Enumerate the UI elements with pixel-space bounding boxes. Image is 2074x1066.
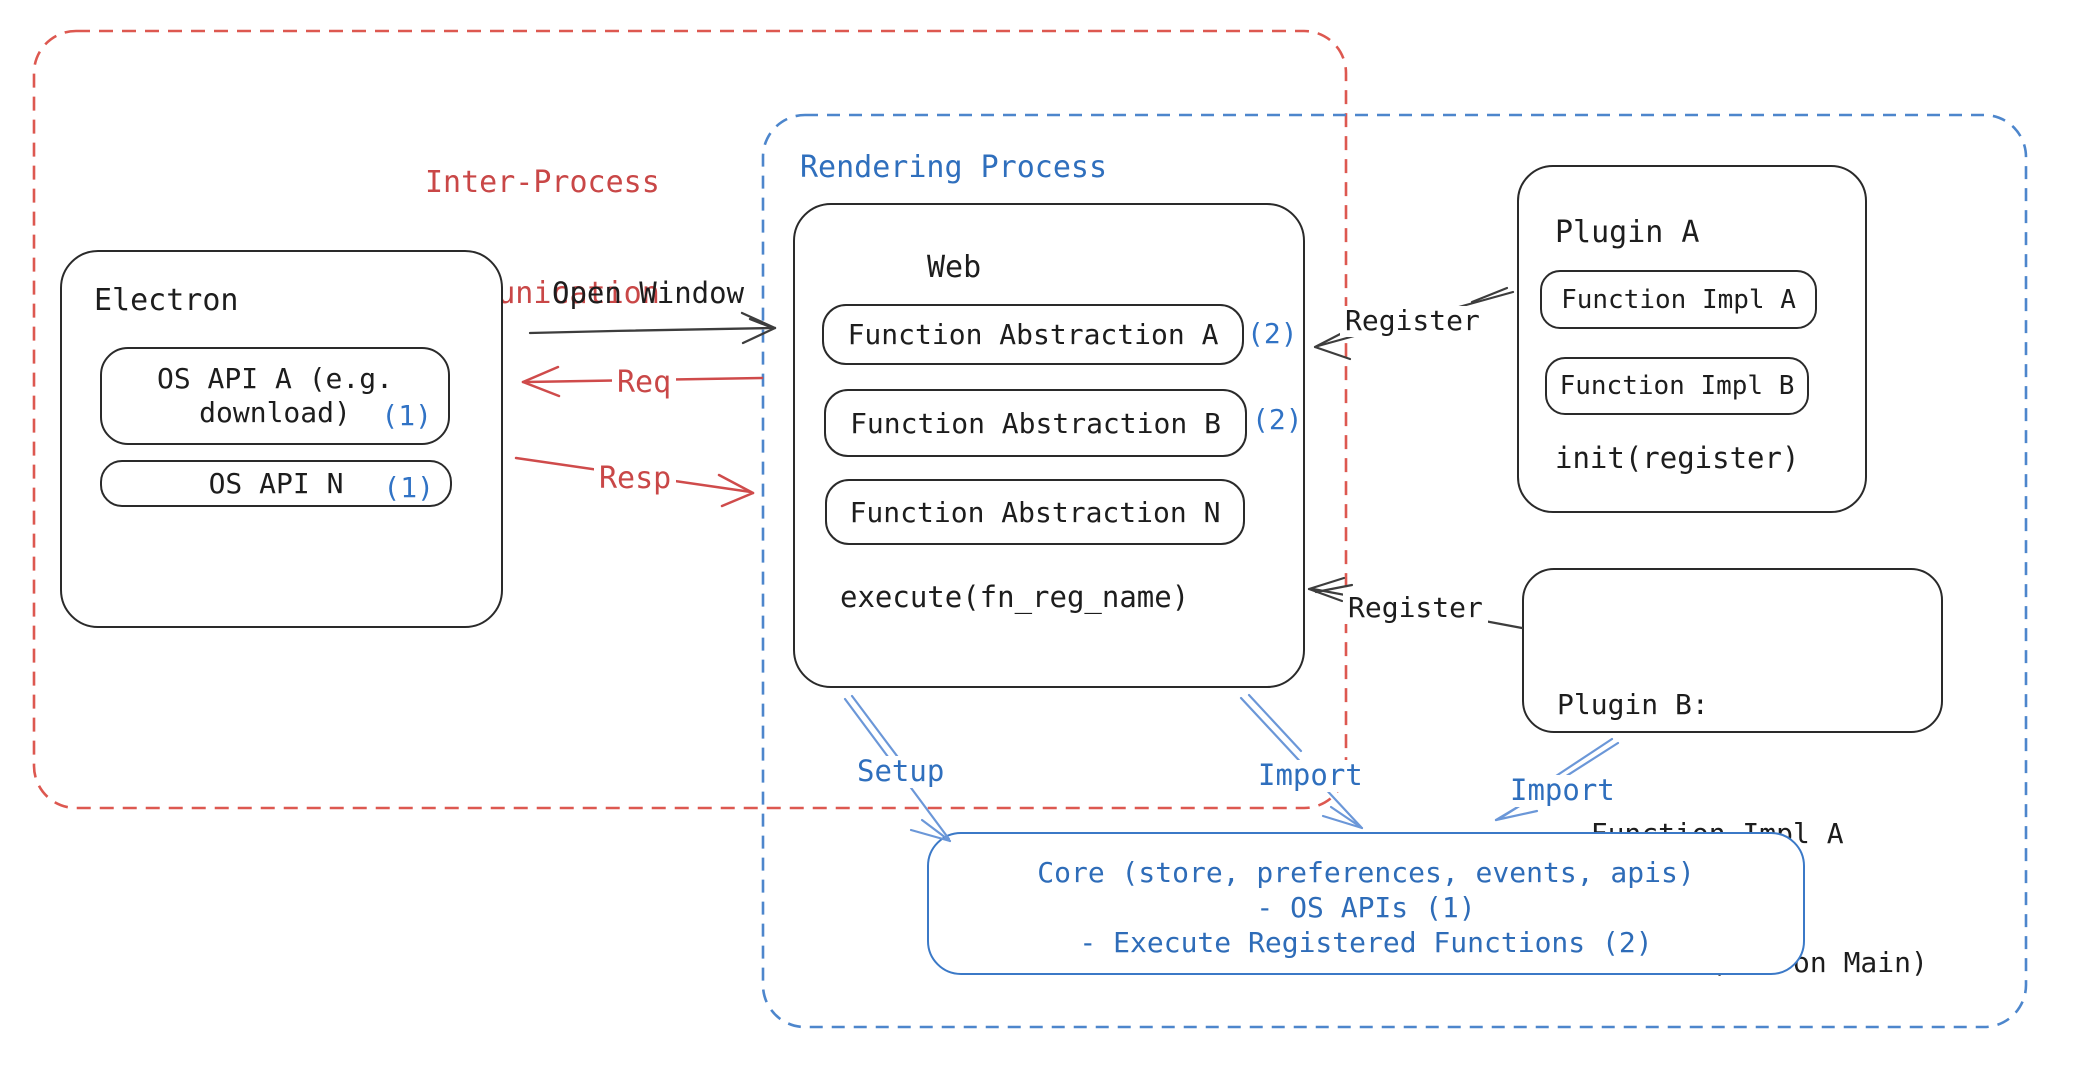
plugin-a-init-label: init(register) xyxy=(1555,441,1800,475)
execute-label: execute(fn_reg_name) xyxy=(840,580,1190,614)
rendering-process-group-label: Rendering Process xyxy=(800,150,1108,185)
function-abstraction-a-box: Function Abstraction A xyxy=(822,304,1244,365)
function-abstraction-b-badge: (2) xyxy=(1252,403,1303,436)
web-box: Web Function Abstraction A Function Abst… xyxy=(793,203,1305,688)
import-web-core-label: Import xyxy=(1253,759,1368,792)
register-plugin-a-label: Register xyxy=(1340,305,1485,337)
ipc-group-label-line1: Inter-Process xyxy=(425,165,660,200)
function-abstraction-n-box: Function Abstraction N xyxy=(825,479,1245,545)
register-plugin-b-label: Register xyxy=(1343,592,1488,624)
open-window-arrow-label: Open Window xyxy=(552,276,745,310)
os-api-a-badge: (1) xyxy=(381,399,432,432)
os-api-a-label-line1: OS API A (e.g. xyxy=(156,362,393,395)
core-line3: - Execute Registered Functions (2) xyxy=(1079,926,1653,959)
resp-arrow-label: Resp xyxy=(594,462,677,495)
os-api-n-label: OS API N xyxy=(208,467,344,500)
electron-title: Electron xyxy=(94,283,239,318)
os-api-a-label-line2: download) xyxy=(199,396,351,429)
plugin-a-title: Plugin A xyxy=(1555,215,1700,250)
core-box: Core (store, preferences, events, apis) … xyxy=(927,832,1805,975)
function-abstraction-a-badge: (2) xyxy=(1247,317,1298,350)
core-line1: Core (store, preferences, events, apis) xyxy=(1037,856,1695,889)
req-arrow-label: Req xyxy=(612,366,677,399)
os-api-n-box: OS API N (1) xyxy=(100,460,452,507)
web-title: Web xyxy=(927,250,982,285)
plugin-a-box: Plugin A Function Impl A Function Impl B… xyxy=(1517,165,1867,513)
plugin-b-title: Plugin B: xyxy=(1557,688,1709,721)
os-api-n-badge: (1) xyxy=(383,471,434,504)
function-abstraction-b-box: Function Abstraction B xyxy=(824,389,1247,457)
function-impl-b-box: Function Impl B xyxy=(1545,357,1809,415)
import-plugin-b-core-label: Import xyxy=(1505,774,1620,807)
setup-arrow-label: Setup xyxy=(852,755,950,788)
electron-box: Electron OS API A (e.g. download) (1) OS… xyxy=(60,250,503,628)
plugin-b-box: Plugin B: - Function Impl A - Module (ru… xyxy=(1522,568,1943,979)
core-line2: - OS APIs (1) xyxy=(1256,891,1476,924)
os-api-a-box: OS API A (e.g. download) (1) xyxy=(100,347,450,445)
function-impl-a-box: Function Impl A xyxy=(1540,270,1817,329)
